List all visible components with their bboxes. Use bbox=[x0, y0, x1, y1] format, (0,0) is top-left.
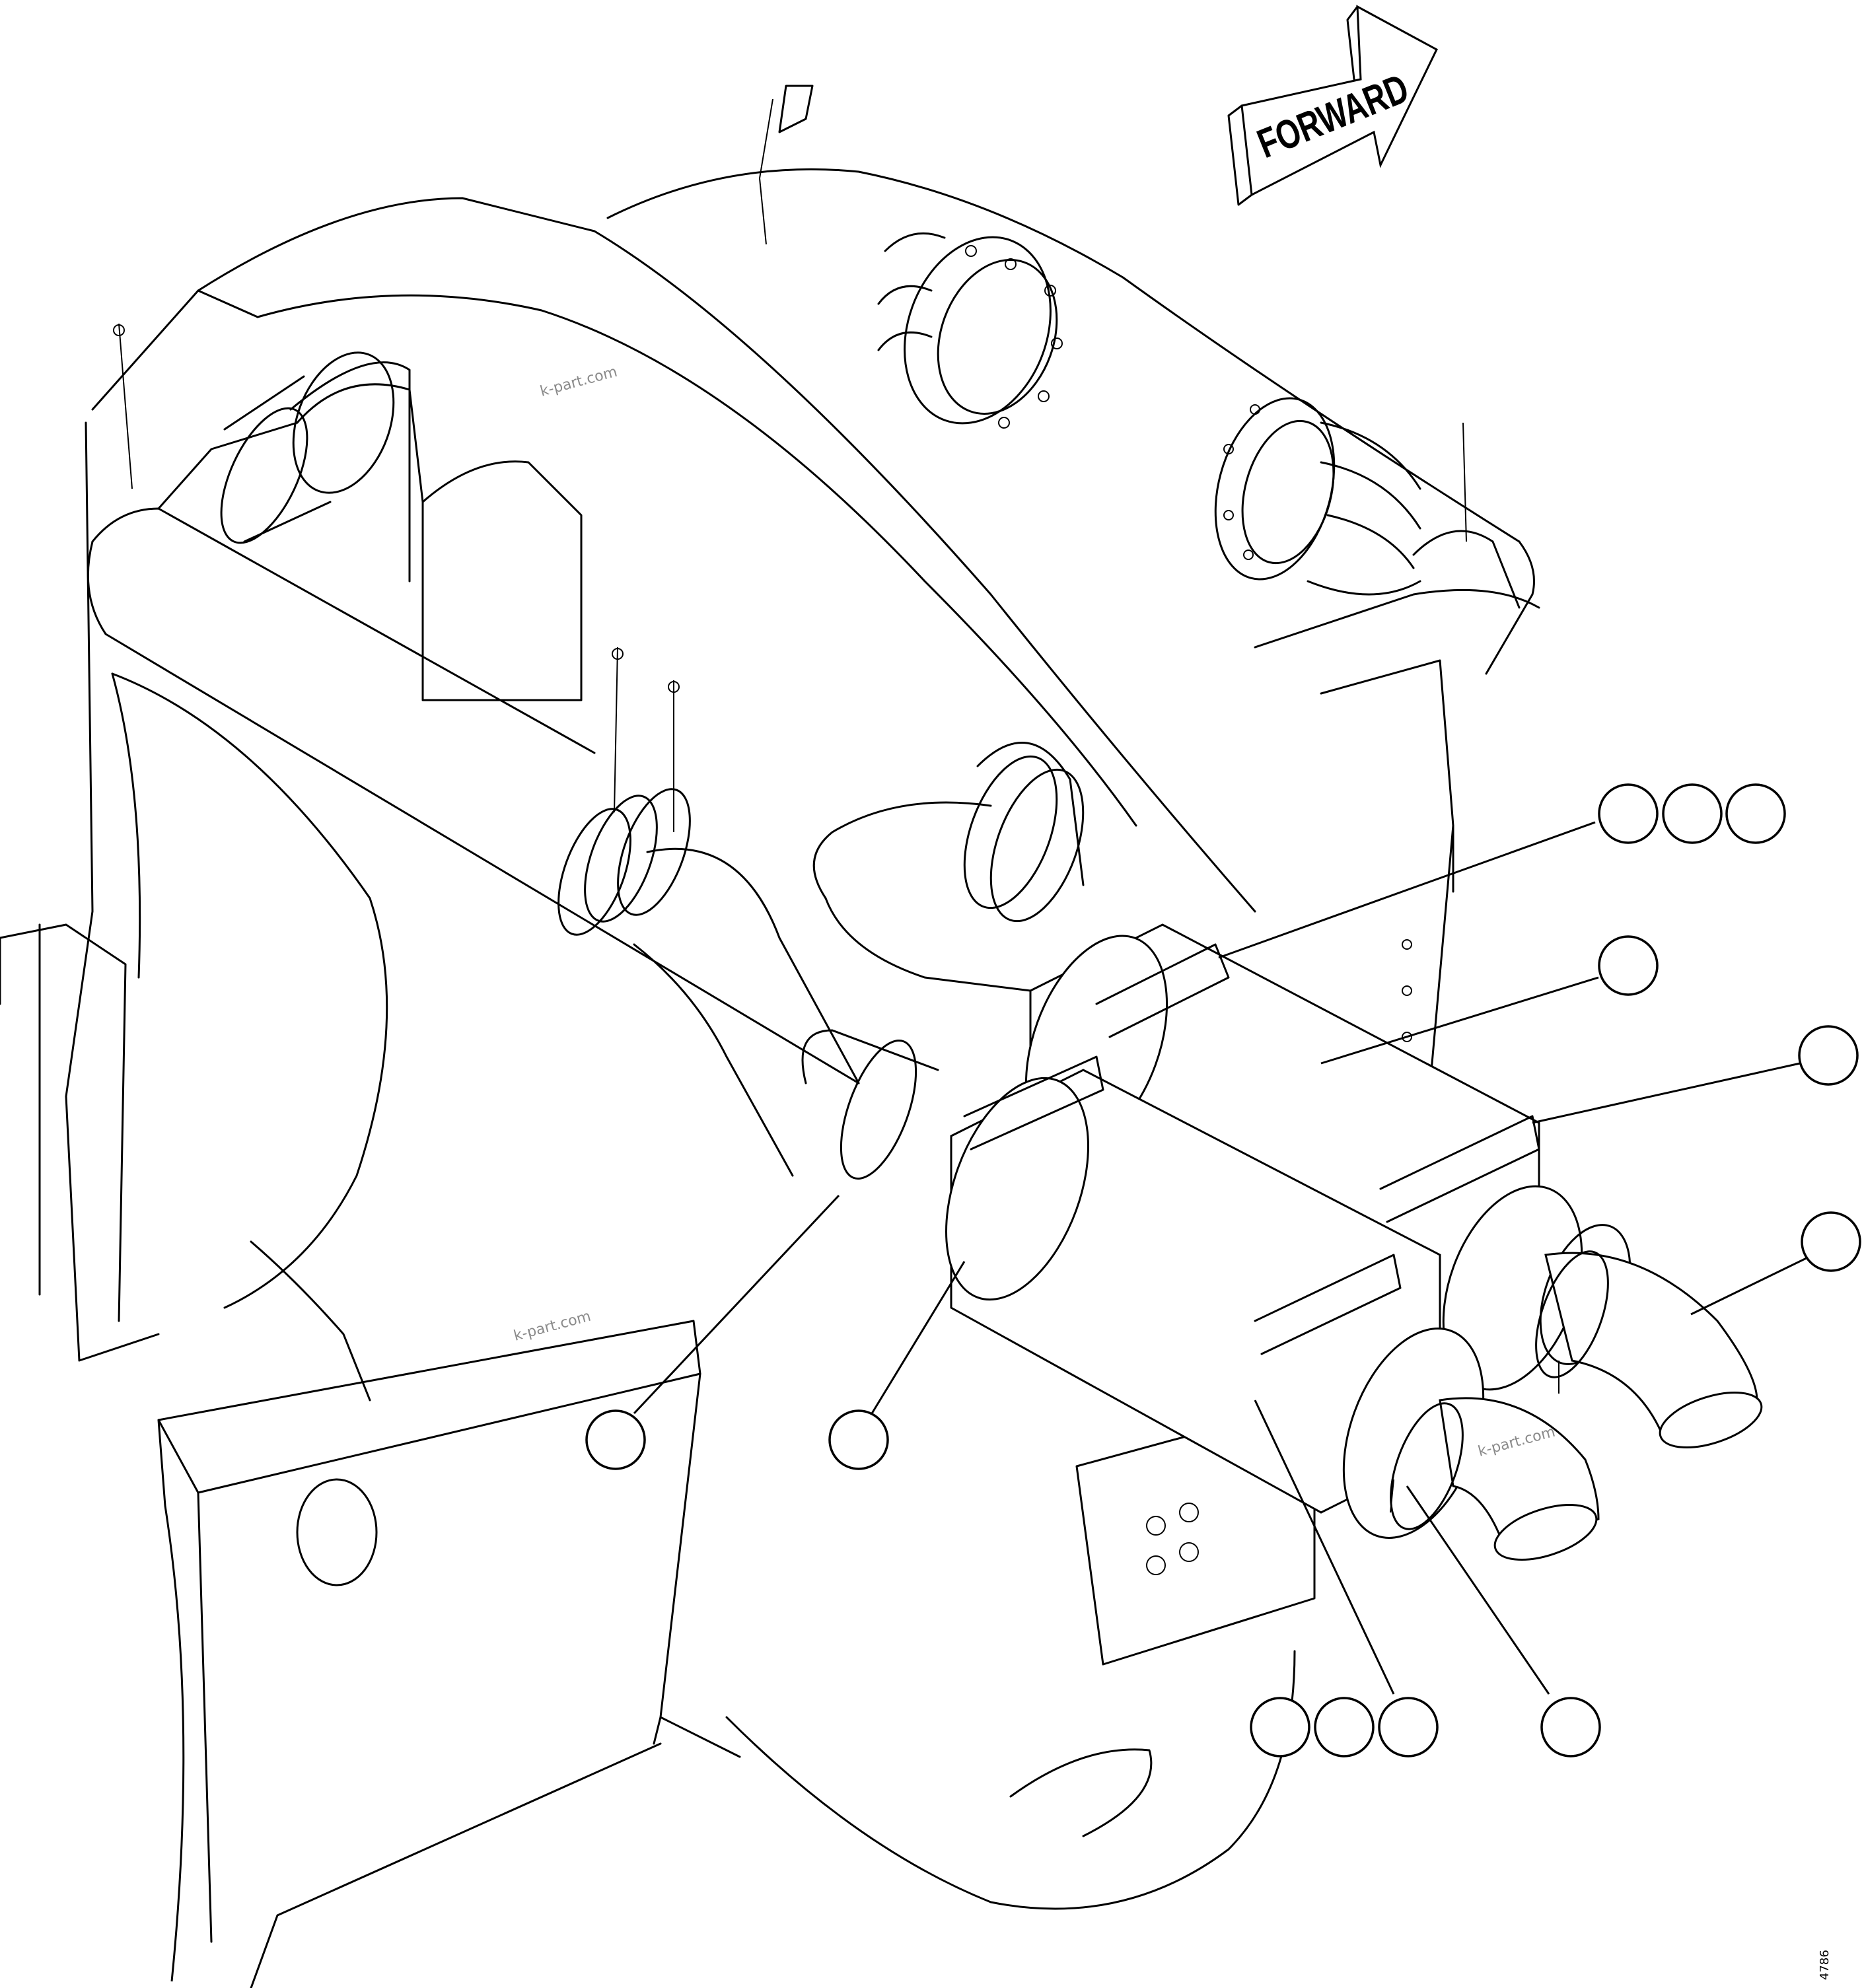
callout-circle bbox=[1798, 1025, 1859, 1086]
lower-tailpipe bbox=[1390, 1397, 1600, 1561]
forward-direction-arrow: FORWARD bbox=[1227, 5, 1438, 206]
callout-circle bbox=[1378, 1697, 1439, 1757]
callout-circle bbox=[1725, 783, 1786, 844]
callout-bubbles bbox=[585, 783, 1861, 1757]
callout-circle bbox=[1250, 1697, 1310, 1757]
lower-elbow-pipe bbox=[801, 742, 1085, 1180]
upper-right-bellows bbox=[1214, 397, 1521, 609]
callout-circle bbox=[1801, 1211, 1861, 1272]
callout-circle bbox=[1540, 1697, 1601, 1757]
upper-exhaust-pipe bbox=[87, 85, 860, 1177]
upper-tailpipe bbox=[1535, 1250, 1763, 1448]
lower-muffler bbox=[945, 1055, 1485, 1539]
upper-left-bellows bbox=[877, 232, 1063, 429]
chassis-frame bbox=[0, 168, 1540, 1988]
callout-circle bbox=[828, 1409, 889, 1470]
callout-circle bbox=[1598, 935, 1659, 996]
callout-circle bbox=[1598, 783, 1659, 844]
callout-circle bbox=[585, 1409, 646, 1470]
leader-lines bbox=[633, 821, 1814, 1695]
callout-circle bbox=[1314, 1697, 1375, 1757]
drawing-number: 4786 bbox=[1818, 1950, 1832, 1980]
watermark: k-part.com bbox=[512, 1308, 592, 1345]
watermark: k-part.com bbox=[538, 364, 619, 400]
callout-circle bbox=[1662, 783, 1723, 844]
